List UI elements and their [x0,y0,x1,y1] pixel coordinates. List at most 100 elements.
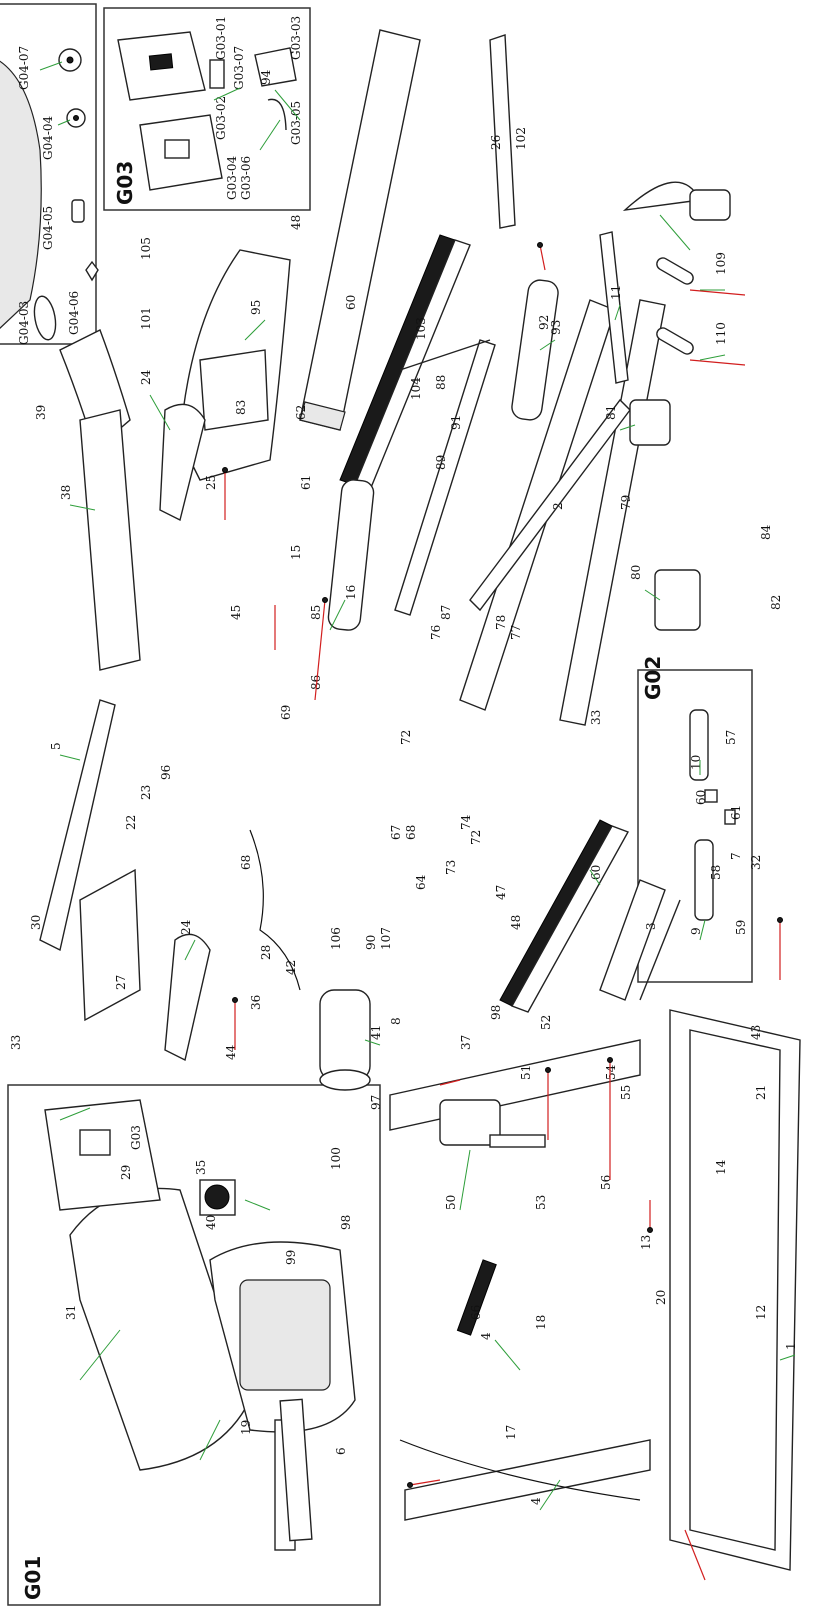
callout-9: 9 [689,927,703,935]
part-callouts: 94 102 60 95 92 85 2 60 3 4 4 1 41 24 24… [9,69,798,1505]
callout-45: 45 [229,605,243,620]
label-g03-02: G03-02 [214,96,228,140]
screw-icon [232,997,238,1003]
callout-32: 32 [749,855,763,870]
callout-18: 18 [534,1315,548,1330]
callout-57: 57 [724,730,738,745]
motor-cover-94 [179,249,291,481]
callout-23: 23 [139,785,153,800]
callout-2: 2 [551,502,565,510]
callout-8: 8 [389,1017,403,1025]
belt-65 [456,1259,497,1336]
callout-22: 22 [124,815,138,830]
callout-3: 3 [644,922,658,930]
label-g04-07: G04-07 [17,46,31,90]
callout-42: 42 [284,960,298,975]
callout-26: 26 [489,135,503,150]
callout-71: 72 [469,830,483,845]
callout-104: 104 [409,377,423,400]
callout-89: 90 [364,935,378,950]
callout-60: 60 [694,790,708,805]
washer-icon [607,1057,613,1063]
callout-7: 7 [729,852,743,860]
upright-4 [389,1039,651,1521]
console-38 [59,329,141,671]
callout-52: 52 [539,1015,553,1030]
group-g02: G02 [637,656,753,983]
callout-15: 15 [289,545,303,560]
screw-icon [222,467,228,473]
label-g03-in-g01: G03 [129,1125,143,1150]
callout-41: 41 [369,1025,383,1040]
base-frame-1 [669,1009,801,1571]
deck-86 [394,339,496,616]
callout-54: 54 [604,1064,618,1080]
g03-07-key [209,59,225,89]
console-panel-g04 [0,60,42,329]
rail-11 [599,231,629,384]
callout-30: 30 [29,915,43,930]
incline-frame-3 [599,879,681,1001]
callout-72: 73 [444,860,458,875]
g03-window-in-g01 [79,1129,111,1156]
callout-105: 105 [139,237,153,260]
callout-74: 72 [399,730,413,745]
callout-93: 94 [259,69,273,85]
g03-03-board [254,47,297,87]
housing-window [239,1279,331,1391]
callout-97: 98 [489,1005,503,1020]
label-g04-03: G04-03 [17,301,31,345]
label-g04-05: G04-05 [41,206,55,250]
callout-38: 38 [59,485,73,500]
callout-21: 21 [754,1085,768,1100]
label-g03-07: G03-07 [232,46,246,90]
g01-frame [7,1084,381,1606]
callout-10: 10 [689,755,703,770]
g04-frame [0,3,97,345]
end-cap-80 [629,399,671,446]
screw-icon [777,917,783,923]
cable-17 [399,1439,641,1501]
callout-17: 17 [504,1425,518,1440]
callout-109: 110 [714,322,728,345]
callout-36: 36 [249,995,263,1010]
callout-81: 82 [769,595,783,610]
g04-04-knob [66,108,86,128]
callout-43: 43 [749,1025,763,1040]
callout-76: 77 [509,625,523,640]
callout-19: 19 [239,1420,253,1435]
tool-110 [622,181,731,221]
callout-11: 11 [609,285,623,300]
callout-73: 74 [459,814,473,830]
handlebar-frame-5 [39,699,141,1022]
callout-12: 12 [754,1305,768,1320]
bolt-icon [407,1482,413,1488]
callout-64: 62 [294,405,308,420]
lift-motor-50 [439,1099,546,1148]
label-g01: G01 [21,1556,45,1600]
label-g03-05: G03-05 [289,101,303,145]
callout-79: 80 [629,565,643,580]
bracket-6b [279,1398,313,1542]
running-belt-62-bottom [499,819,630,1013]
callout-29: 29 [119,1165,133,1180]
callout-34: 33 [589,710,603,725]
handrail-24-lower [164,933,211,1062]
roller-10 [689,709,709,781]
label-g03-06: G03-06 [239,156,253,200]
callout-101: 101 [139,307,153,330]
callout-67: 68 [239,855,253,870]
callout-28: 28 [259,945,273,960]
callout-35: 35 [194,1160,208,1175]
main-frame-2 [459,299,666,726]
callout-108: 109 [714,252,728,275]
callout-53: 53 [534,1195,548,1210]
callout-58: 58 [709,865,723,880]
group-g03: G03 G03-01 G03-02 G03-03 G03-04 G03-05 G… [103,7,311,211]
callout-24-lower: 24 [179,919,193,935]
callout-106: 106 [329,927,343,950]
callout-24-upper: 24 [139,369,153,385]
leader-lines [59,89,796,1511]
g03-display-window [148,53,174,71]
